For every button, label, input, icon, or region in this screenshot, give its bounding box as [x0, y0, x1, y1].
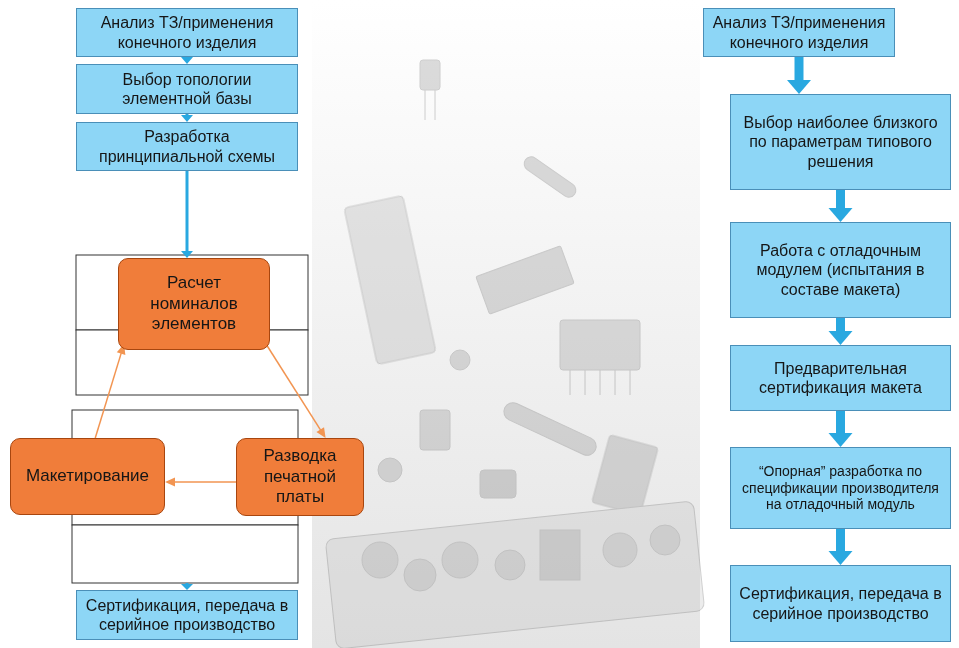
box-label: Работа с отладочным модулем (испытания в… — [737, 241, 944, 299]
flow-connector — [165, 477, 236, 486]
box-label: Расчет номиналов элементов — [127, 273, 261, 334]
flow-connector — [95, 344, 125, 438]
arrow-head — [787, 80, 811, 94]
flow-connector — [181, 171, 193, 258]
flow-connector — [787, 57, 811, 94]
connector-line — [186, 171, 189, 252]
box-label: “Опорная” разработка по спецификации про… — [737, 463, 944, 513]
flow-connector — [181, 57, 193, 64]
connector-line — [95, 353, 121, 438]
process-box: Сертификация, передача в серийное произв… — [730, 565, 951, 642]
box-label: Сертификация, передача в серийное произв… — [83, 596, 291, 634]
arrow-head — [829, 208, 853, 222]
arrow-head — [316, 427, 325, 438]
box-label: Анализ ТЗ/применения конечного изделия — [83, 13, 291, 51]
component-shapes — [325, 60, 704, 648]
arrow-head — [181, 251, 193, 258]
box-label: Выбор наиболее близкого по параметрам ти… — [737, 113, 944, 171]
process-box: Выбор топологии элементной базы — [76, 64, 298, 114]
box-label: Предварительная сертификация макета — [737, 359, 944, 397]
process-box: “Опорная” разработка по спецификации про… — [730, 447, 951, 529]
loop-step-box: Разводка печатной платы — [236, 438, 364, 516]
flow-connector — [829, 190, 853, 222]
loop-step-box: Расчет номиналов элементов — [118, 258, 270, 350]
box-label: Макетирование — [26, 466, 149, 486]
arrow-head — [181, 57, 193, 64]
process-box: Анализ ТЗ/применения конечного изделия — [76, 8, 298, 57]
box-label: Выбор топологии элементной базы — [83, 70, 291, 108]
arrow-head — [165, 477, 175, 486]
process-box: Работа с отладочным модулем (испытания в… — [730, 222, 951, 318]
connector-line — [836, 411, 845, 434]
box-label: Разводка печатной платы — [245, 446, 355, 507]
arrow-head — [829, 331, 853, 345]
flow-connector — [829, 529, 853, 565]
process-box: Выбор наиболее близкого по параметрам ти… — [730, 94, 951, 190]
connector-line — [174, 481, 236, 483]
arrow-head — [829, 433, 853, 447]
flow-connector — [181, 114, 193, 122]
process-box: Предварительная сертификация макета — [730, 345, 951, 411]
box-label: Разработка принципиальной схемы — [83, 127, 291, 165]
box-label: Анализ ТЗ/применения конечного изделия — [710, 13, 888, 51]
connector-line — [795, 57, 804, 81]
box-label: Сертификация, передача в серийное произв… — [737, 584, 944, 622]
arrow-head — [181, 115, 193, 122]
flow-connector — [829, 411, 853, 447]
flow-connector — [829, 318, 853, 345]
process-box: Сертификация, передача в серийное произв… — [76, 590, 298, 640]
process-box: Анализ ТЗ/применения конечного изделия — [703, 8, 895, 57]
flow-connector — [266, 344, 326, 438]
connector-line — [836, 318, 845, 332]
frame-rect — [72, 525, 298, 583]
loop-step-box: Макетирование — [10, 438, 165, 515]
connector-line — [836, 190, 845, 209]
process-box: Разработка принципиальной схемы — [76, 122, 298, 171]
connector-line — [836, 529, 845, 552]
connector-line — [266, 344, 321, 430]
arrow-head — [829, 551, 853, 565]
